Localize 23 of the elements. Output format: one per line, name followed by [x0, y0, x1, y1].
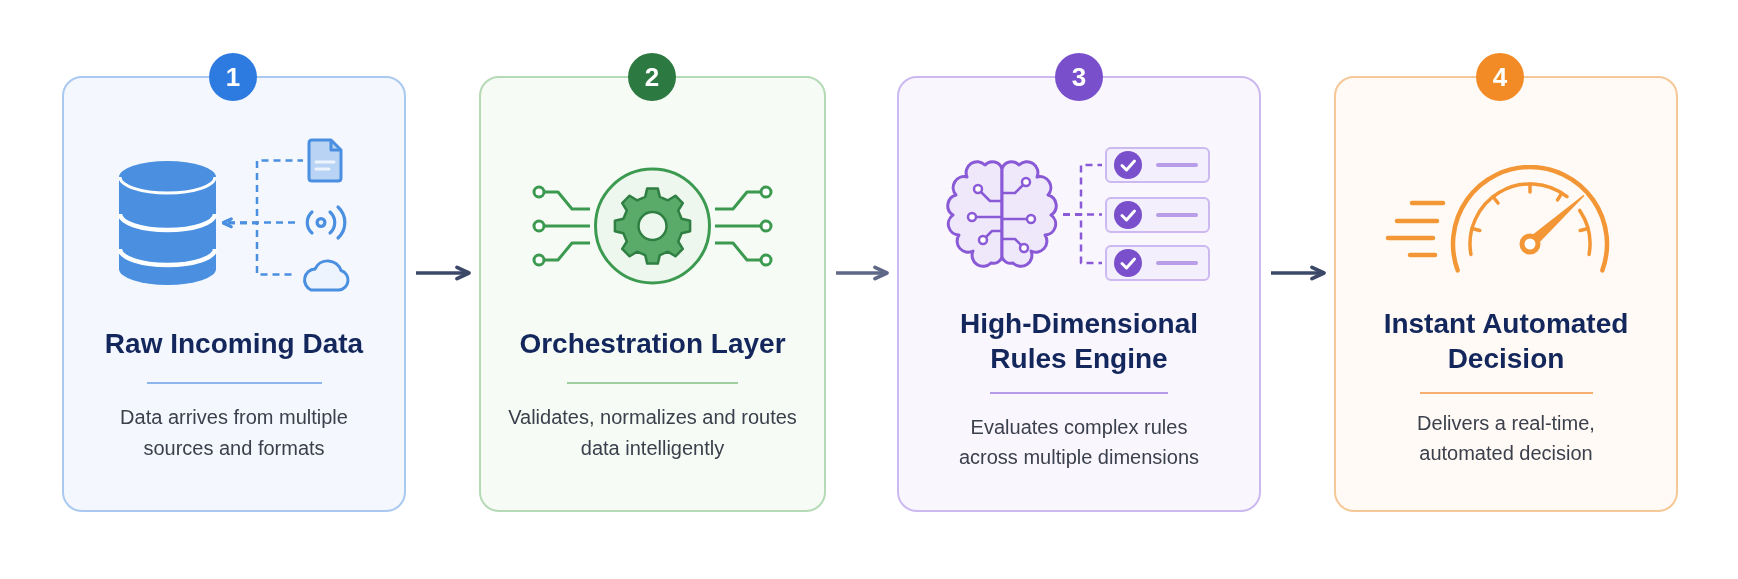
card-description: Data arrives from multiple sources and formats: [119, 405, 349, 461]
card-title: Instant Automated Decision: [1382, 307, 1630, 376]
database-icon: [118, 159, 217, 287]
card-description: Evaluates complex rules across multiple dimensions: [957, 415, 1201, 470]
checklist-row: [1105, 197, 1210, 233]
dashed-connector: [221, 217, 298, 228]
step-number-badge: 3: [1055, 53, 1103, 101]
card-title: Raw Incoming Data: [104, 327, 364, 361]
step-number-badge: 4: [1476, 53, 1524, 101]
step-number-badge: 1: [209, 53, 257, 101]
arrow: [1271, 265, 1326, 281]
dashed-connector: [1063, 213, 1102, 265]
document-icon: [307, 138, 343, 183]
card-title: High-Dimensional Rules Engine: [959, 307, 1199, 376]
card-description: Validates, normalizes and routes data intelligently: [507, 405, 798, 461]
card-description: Delivers a real-time, automated decision: [1416, 411, 1596, 466]
step-number-badge: 2: [628, 53, 676, 101]
arrow: [416, 265, 471, 281]
checklist-row: [1105, 245, 1210, 281]
arrow: [836, 265, 889, 281]
card-title: Orchestration Layer: [519, 327, 786, 361]
checklist-row: [1105, 147, 1210, 183]
dashed-connector: [221, 217, 295, 276]
